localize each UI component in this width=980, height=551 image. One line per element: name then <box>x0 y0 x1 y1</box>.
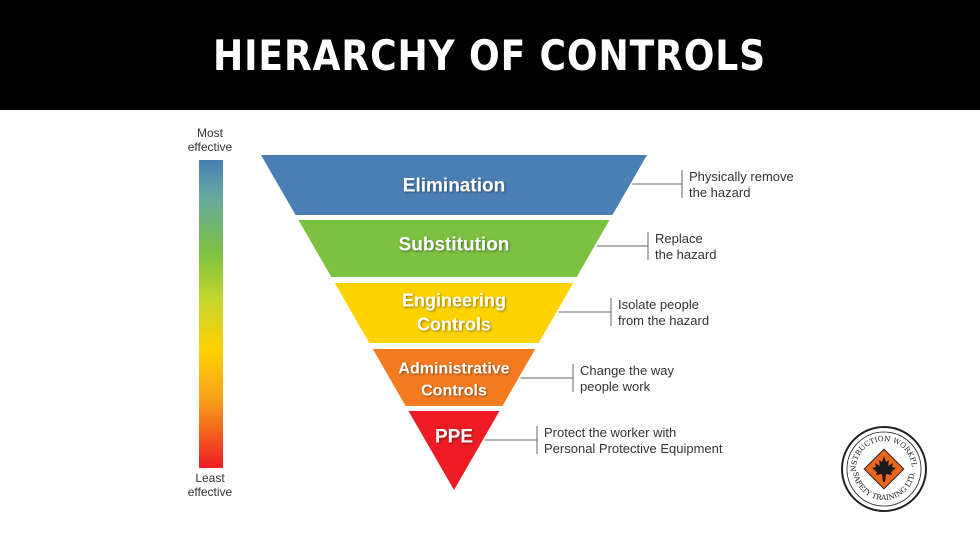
tier-description-line: the hazard <box>655 247 717 262</box>
tier-label: PPE <box>435 427 473 448</box>
scale-top-label-line: Most <box>196 126 223 140</box>
tier-description-line: Change the way <box>580 363 674 378</box>
tier-description-line: the hazard <box>689 185 751 200</box>
tier-description-line: Personal Protective Equipment <box>544 441 723 456</box>
title-banner: HIERARCHY OF CONTROLS <box>0 0 980 110</box>
tier-description-line: Replace <box>655 231 703 246</box>
page-title: HIERARCHY OF CONTROLS <box>213 30 767 80</box>
tier-description-line: Protect the worker with <box>544 425 677 440</box>
tier-description-line: Isolate people <box>618 297 699 312</box>
scale-bottom-label: Least effective <box>168 471 252 499</box>
effectiveness-scale-bar <box>199 160 223 468</box>
pyramid-tier <box>334 283 574 343</box>
pyramid-tier <box>298 220 610 277</box>
tier-label: Controls <box>421 383 487 400</box>
pyramid-tier <box>408 411 500 490</box>
tier-description-line: people work <box>580 379 651 394</box>
tier-label: Substitution <box>399 235 510 256</box>
tier-description-line: from the hazard <box>618 313 710 328</box>
pyramid-tier <box>261 155 647 215</box>
scale-bottom-label-line: Least <box>195 471 225 485</box>
pyramid-tier <box>372 349 536 406</box>
scale-top-label: Most effective <box>168 126 252 154</box>
scale-top-label-line: effective <box>187 140 233 154</box>
tier-label: Controls <box>417 314 491 334</box>
company-logo: CONSTRUCTION WORKPLACE SAFETY TRAINING L… <box>840 425 927 512</box>
tier-label: Administrative <box>398 361 509 378</box>
tier-label: Elimination <box>403 176 505 197</box>
maple-leaf-icon <box>863 448 905 490</box>
scale-bottom-label-line: effective <box>187 485 233 499</box>
tier-description-line: Physically remove <box>689 169 794 184</box>
tier-label: Engineering <box>402 290 506 310</box>
